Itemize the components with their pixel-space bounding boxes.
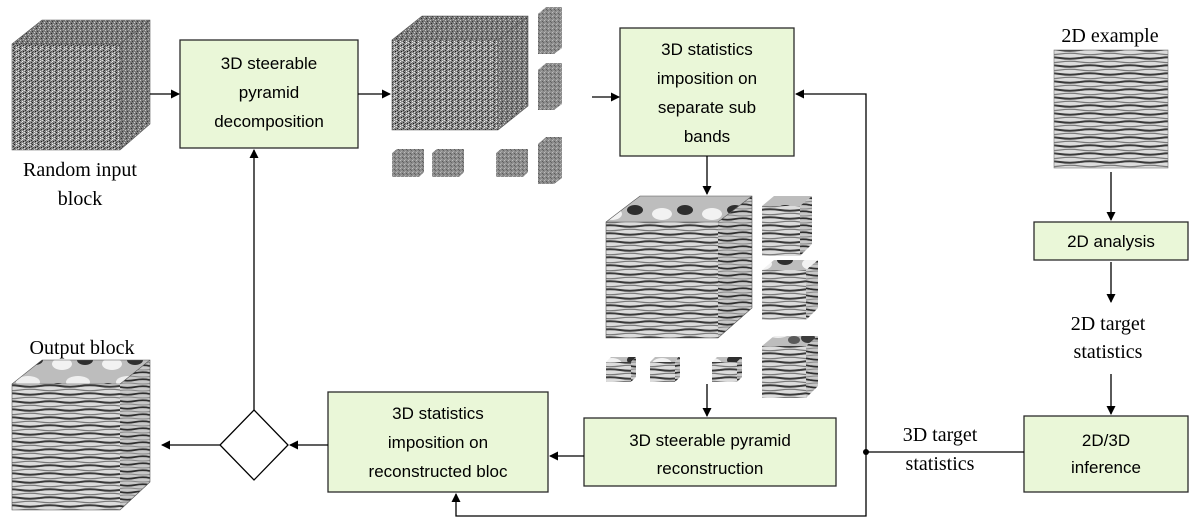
- textured-lowpass-cube: [712, 357, 742, 382]
- textured-subband-small-cube: [762, 260, 818, 320]
- example-2d-image: [1053, 49, 1169, 169]
- imposition-subbands-line: imposition on: [657, 69, 757, 88]
- arrow-junction-to-imposition-reconstructed: [451, 452, 867, 517]
- decomposition-line: pyramid: [239, 83, 299, 102]
- arrow-junction-to-imposition-subbands: [795, 89, 867, 452]
- imposition-subbands-box: 3D statistics imposition on separate sub…: [619, 27, 795, 157]
- noise-lowpass-cube: [496, 149, 528, 177]
- inference-line: 2D/3D: [1082, 431, 1130, 450]
- imposition-reconstructed-line: 3D statistics: [392, 404, 484, 423]
- decomposition-line: decomposition: [214, 112, 324, 131]
- imposition-subbands-line: bands: [684, 127, 730, 146]
- decomposition-line: 3D steerable: [221, 54, 317, 73]
- imposition-reconstructed-box: 3D statistics imposition on reconstructe…: [327, 391, 549, 493]
- noise-lowpass-cube: [392, 149, 424, 177]
- output-block-cube: [11, 359, 151, 511]
- decision-diamond: [219, 409, 289, 481]
- imposition-reconstructed-line: reconstructed bloc: [369, 462, 508, 481]
- random-input-label: Random input: [23, 159, 137, 181]
- imposition-reconstructed-line: imposition on: [388, 433, 488, 452]
- noise-subband-cube: [538, 7, 562, 54]
- connectors: [150, 89, 1116, 517]
- analysis-2d-box: 2D analysis: [1033, 221, 1189, 261]
- imposition-subbands-line: separate sub: [658, 98, 756, 117]
- junction-dot: [863, 449, 869, 455]
- textured-subband-small-cube: [762, 196, 812, 256]
- example-2d-label: 2D example: [1061, 25, 1158, 47]
- noise-lowpass-cube: [432, 149, 464, 177]
- decomposed-noise-cube: [391, 15, 529, 131]
- reconstruction-line: reconstruction: [657, 459, 764, 478]
- target-2d-label: 2D target: [1071, 313, 1146, 335]
- target-2d-label: statistics: [1074, 341, 1143, 363]
- reconstruction-box: 3D steerable pyramid reconstruction: [583, 417, 837, 487]
- inference-box: 2D/3D inference: [1023, 415, 1189, 493]
- inference-line: inference: [1071, 458, 1141, 477]
- imposition-subbands-line: 3D statistics: [661, 40, 753, 59]
- textured-subband-cube: [605, 195, 753, 339]
- textured-subband-small-cube: [762, 336, 818, 398]
- reconstruction-line: 3D steerable pyramid: [629, 431, 791, 450]
- target-3d-label: statistics: [906, 453, 975, 475]
- random-input-cube: [11, 19, 151, 151]
- textured-lowpass-cube: [650, 357, 680, 382]
- noise-subband-cube: [538, 137, 562, 184]
- output-block-label: Output block: [30, 337, 135, 359]
- decomposition-box: 3D steerable pyramid decomposition: [179, 39, 359, 149]
- textured-lowpass-cube: [606, 357, 636, 382]
- target-3d-label: 3D target: [903, 424, 978, 446]
- analysis-2d-line: 2D analysis: [1067, 232, 1155, 251]
- noise-subband-cube: [538, 63, 562, 110]
- random-input-label: block: [58, 188, 102, 210]
